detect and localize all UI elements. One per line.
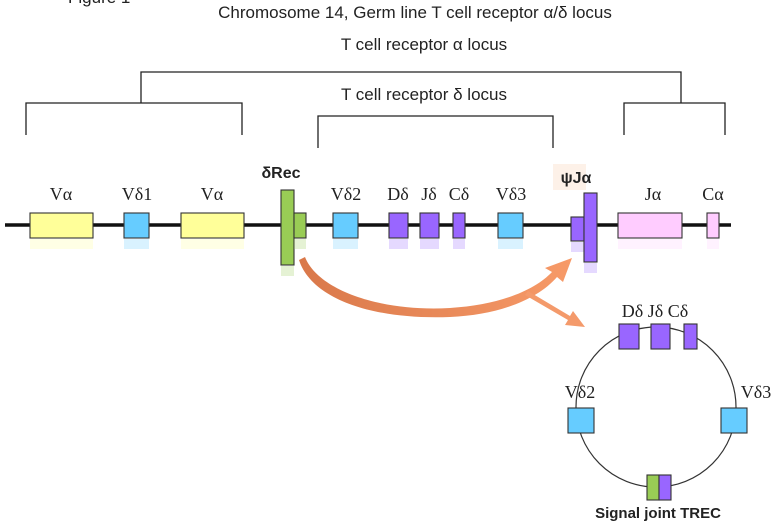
left-alpha-bracket [25,102,243,135]
psi-j-alpha-label-background [553,164,586,190]
gene-label-v-delta-1: Vδ1 [122,184,152,204]
gene-reflection [618,239,682,249]
right-alpha-bracket [623,102,726,135]
recombination-arrow [299,257,585,327]
trec-circle [575,326,737,488]
gene-segment-box [706,212,720,239]
gene-segment-box [123,212,150,239]
trec-arrow [525,291,585,327]
gene-reflection [333,239,358,249]
gene-segment-box [419,212,440,239]
delta-locus-label: T cell receptor δ locus [341,85,507,104]
gene-segment-box [617,212,683,239]
delta-locus-bracket [317,115,554,148]
trec-j-delta [650,323,671,350]
trec-label: Signal joint TREC [595,505,721,522]
gene-v-alpha-1 [29,212,94,249]
gene-segment-box [452,212,466,239]
gene-v-delta-3 [497,212,524,249]
gene-segment-box [570,216,585,242]
gene-segment-box [583,192,598,263]
gene-reflection [294,239,306,249]
trec-joint-psi [658,474,672,501]
gene-v-delta-2 [332,212,359,249]
diagram-title: Chromosome 14, Germ line T cell receptor… [218,3,612,22]
gene-reflection [584,263,597,273]
gene-label-psi-j-alpha: ψJα [561,170,592,187]
trec-d-delta [618,323,640,350]
alpha-locus-label: T cell receptor α locus [340,35,508,54]
gene-v-delta-1 [123,212,150,249]
alpha-locus-bracket [140,71,682,103]
gene-reflection [281,266,294,276]
trec-v-delta-3 [720,407,748,434]
gene-label-delta-rec: δRec [261,165,300,182]
gene-label-v-alpha-2: Vα [201,184,224,204]
gene-segment-box [280,189,295,266]
gene-j-alpha [617,212,683,249]
gene-reflection [30,239,93,249]
trec-c-delta [683,323,698,350]
gene-reflection [389,239,408,249]
trec-left-label: Vδ2 [565,382,595,402]
gene-reflection [707,239,719,249]
gene-reflection [498,239,523,249]
gene-reflection [420,239,439,249]
gene-segment-box [497,212,524,239]
trec-top-label: Dδ Jδ Cδ [622,301,688,321]
gene-segment-box [293,212,307,239]
gene-label-j-delta: Jδ [421,184,437,204]
gene-d-delta [388,212,409,249]
trec-joint-rec [646,474,660,501]
gene-label-c-alpha: Cα [702,184,724,204]
gene-segment-box [180,212,245,239]
gene-segment-box [29,212,94,239]
figure-label: Figure 1 [68,0,130,8]
gene-reflection [181,239,244,249]
gene-psi-j-alpha [570,192,598,273]
gene-label-d-delta: Dδ [387,184,408,204]
gene-label-j-alpha: Jα [645,184,662,204]
gene-segment-box [388,212,409,239]
gene-label-v-delta-3: Vδ3 [496,184,526,204]
gene-c-alpha [706,212,720,249]
gene-c-delta [452,212,466,249]
gene-reflection [124,239,149,249]
gene-delta-rec [280,189,307,276]
curved-arrow-body [299,257,572,318]
gene-segment-box [332,212,359,239]
trec-v-delta-2 [567,407,595,434]
gene-label-v-alpha-1: Vα [50,184,73,204]
gene-reflection [453,239,465,249]
gene-v-alpha-2 [180,212,245,249]
gene-label-v-delta-2: Vδ2 [331,184,361,204]
trec-right-label: Vδ3 [741,382,771,402]
gene-j-delta [419,212,440,249]
gene-reflection [571,242,584,252]
gene-label-c-delta: Cδ [449,184,470,204]
signal-joint-trec [567,323,748,501]
